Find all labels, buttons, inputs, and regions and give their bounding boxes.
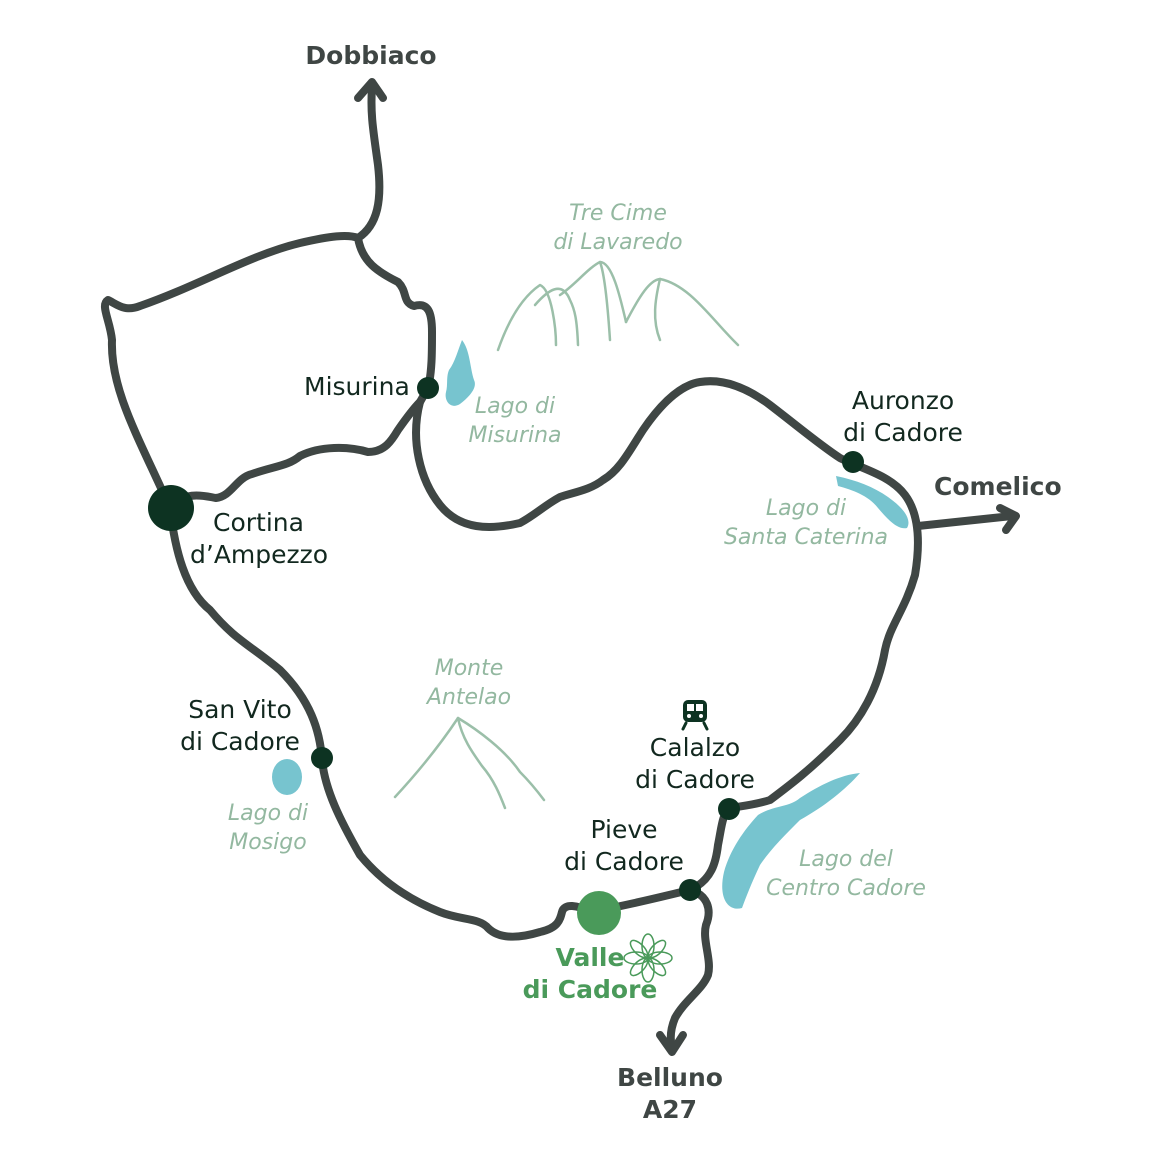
dobbiaco-arrow-icon: [354, 78, 387, 102]
cortina-label-line2: d’Ampezzo: [190, 540, 329, 569]
valle-di-cadore-marker: [577, 891, 621, 935]
road-cortina-misurina: [166, 384, 432, 512]
road-cortina-north-loop: [100, 231, 436, 512]
belluno-arrow-icon: [656, 1031, 687, 1056]
auronzo-label-line2: di Cadore: [843, 418, 963, 447]
monte-antelao-label-line1: Monte: [434, 656, 504, 681]
lago-mosigo-label-line2: Mosigo: [229, 830, 307, 855]
lago-santa-caterina-label-line1: Lago di: [765, 496, 847, 521]
comelico-label: Comelico: [934, 472, 1062, 501]
lago-centro-cadore-label-line1: Lago del: [799, 847, 893, 872]
road-to-dobbiaco: [354, 84, 384, 242]
train-icon: [681, 700, 709, 731]
road-to-comelico: [914, 512, 1016, 530]
cortina-label-line1: Cortina: [213, 508, 304, 537]
lago-mosigo-label-line1: Lago di: [227, 801, 309, 826]
a27-label: A27: [642, 1095, 698, 1124]
belluno-label: Belluno: [617, 1063, 723, 1092]
valle-label-line1: Valle: [555, 943, 625, 972]
road-misurina-auronzo: [412, 377, 922, 812]
valle-label-line2: di Cadore: [522, 975, 658, 1004]
auronzo-label-line1: Auronzo: [851, 386, 955, 415]
san-vito-label-line1: San Vito: [188, 695, 292, 724]
lago-misurina-label-line1: Lago di: [474, 394, 556, 419]
san-vito-label-line2: di Cadore: [180, 727, 300, 756]
lago-centro-cadore-label-line2: Centro Cadore: [766, 876, 926, 901]
lago-di-santa-caterina-lake: [836, 476, 909, 529]
tre-cime-label-line1: Tre Cime: [569, 201, 667, 226]
pieve-label-line1: Pieve: [590, 815, 658, 844]
lago-del-centro-cadore-lake: [722, 773, 860, 909]
lago-misurina-label-line2: Misurina: [468, 423, 562, 448]
cortina-marker: [148, 485, 194, 531]
lago-di-misurina-lake: [445, 340, 475, 406]
lago-santa-caterina-label-line2: Santa Caterina: [723, 525, 889, 550]
tre-cime-label-line2: di Lavaredo: [553, 230, 683, 255]
pieve-label-line2: di Cadore: [564, 847, 684, 876]
lago-di-mosigo-lake: [272, 759, 302, 795]
flower-icon: [623, 933, 673, 983]
monte-antelao-label-line2: Antelao: [426, 685, 512, 710]
pieve-marker: [679, 879, 701, 901]
dobbiaco-label: Dobbiaco: [305, 41, 437, 70]
tre-cime-mountain-outline: [496, 260, 740, 352]
calalzo-label-line1: Calalzo: [649, 733, 741, 762]
calalzo-label-line2: di Cadore: [635, 765, 755, 794]
comelico-arrow-icon: [996, 504, 1020, 534]
misurina-marker: [417, 377, 439, 399]
road-network: [100, 78, 1020, 1056]
road-cortina-valle: [166, 504, 694, 941]
calalzo-marker: [718, 798, 740, 820]
misurina-label: Misurina: [304, 372, 410, 401]
san-vito-marker: [311, 747, 333, 769]
monte-antelao-mountain-outline: [393, 716, 546, 810]
road-to-belluno: [666, 886, 713, 1052]
auronzo-marker: [842, 451, 864, 473]
